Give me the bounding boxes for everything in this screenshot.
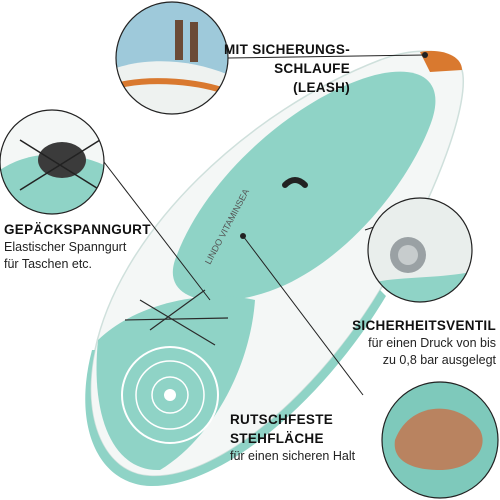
valve-title: SICHERHEITSVENTIL [352,318,496,333]
leash-title-line2: SCHLAUFE (LEASH) [274,61,350,95]
leash-photo [116,2,228,114]
deck-title-line1: RUTSCHFESTE [230,412,334,427]
mandala-pattern [96,296,255,471]
leash-callout-title: MIT SICHERUNGS- SCHLAUFE (LEASH) [220,40,350,97]
deck-desc: für einen sicheren Halt [230,449,356,463]
cargo-callout: GEPÄCKSPANNGURT Elastischer Spanngurt fü… [4,220,174,273]
valve-callout: SICHERHEITSVENTIL für einen Druck von bi… [300,316,496,369]
deck-title-line2: STEHFLÄCHE [230,431,324,446]
cargo-photo [0,110,104,214]
bungee-cord [124,289,229,346]
deck-callout: RUTSCHFESTE STEHFLÄCHE für einen sichere… [230,410,400,465]
cargo-desc-line1: Elastischer Spanngurt [4,240,127,254]
valve-desc-line2: zu 0,8 bar ausgelegt [382,353,496,367]
cargo-desc-line2: für Taschen etc. [4,257,93,271]
leash-title-line1: MIT SICHERUNGS- [224,42,350,57]
board-body [85,50,464,487]
valve-desc-line1: für einen Druck von bis [368,336,496,350]
cargo-title: GEPÄCKSPANNGURT [4,222,151,237]
carry-handle [282,177,308,188]
deck-photo [382,382,498,498]
